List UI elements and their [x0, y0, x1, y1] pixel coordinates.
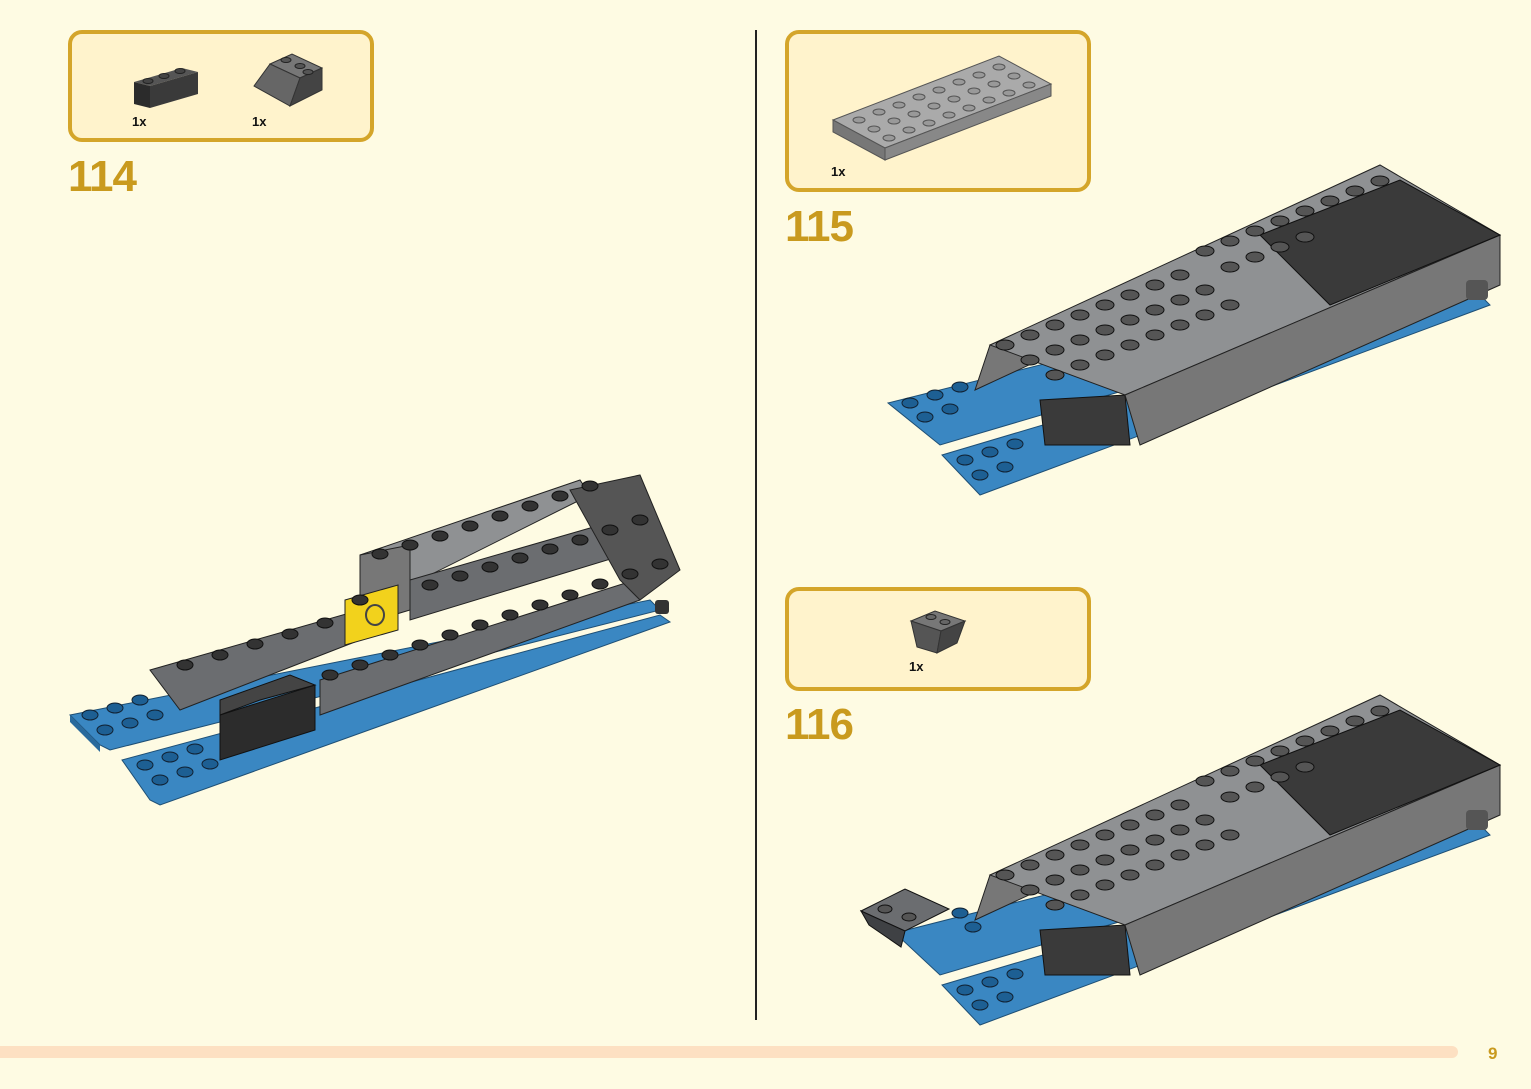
dark-gray-slope-2x2-icon: [253, 53, 324, 108]
page-divider: [755, 30, 757, 1020]
step-number: 114: [68, 152, 137, 201]
dark-gray-inverted-slope-2x2-icon: [909, 610, 967, 654]
part-qty: 1x: [252, 114, 267, 129]
dark-gray-brick-1x3-icon: [134, 68, 198, 108]
step-number: 115: [785, 202, 854, 251]
assembly-model-114: [68, 474, 681, 806]
step-number: 116: [785, 700, 854, 749]
part-qty: 1x: [909, 659, 924, 674]
parts-callout-115: 1x: [785, 30, 1091, 192]
part-qty: 1x: [132, 114, 147, 129]
page-number: 9: [1488, 1044, 1498, 1063]
assembly-model-116: [859, 694, 1502, 1026]
parts-callout-114: 1x 1x: [68, 30, 374, 142]
parts-callout-116: 1x: [785, 587, 1091, 691]
part-qty: 1x: [831, 164, 846, 179]
assembly-model-115: [886, 164, 1502, 496]
light-gray-plate-4x8-icon: [831, 55, 1053, 161]
footer-bar: [0, 1046, 1458, 1058]
